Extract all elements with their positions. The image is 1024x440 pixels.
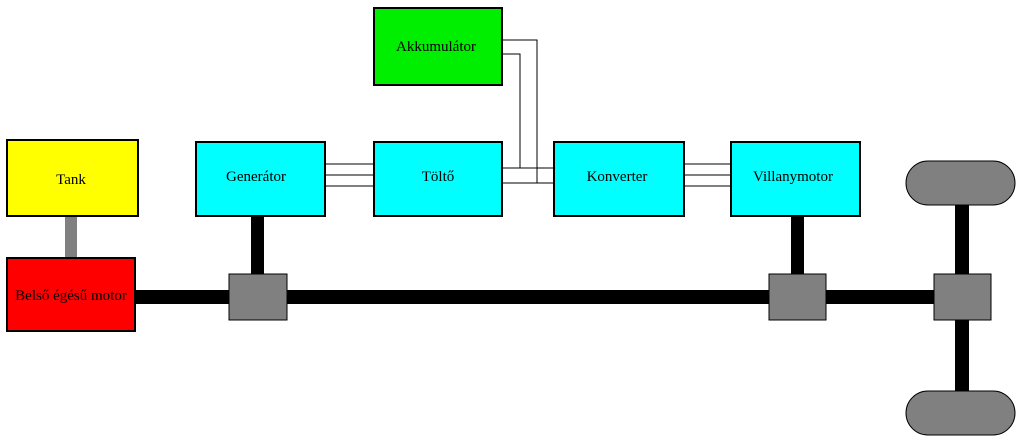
generator-shaft [251,216,264,274]
charger-block: Töltő [373,141,503,217]
battery-block: Akkumulátor [373,7,503,86]
motor-label: Villanymotor [753,169,833,185]
gearbox-generator [228,273,288,321]
generator-label: Generátor [226,169,286,185]
battery-label: Akkumulátor [396,39,476,55]
generator-block: Generátor [195,141,326,217]
tank-label: Tank [56,172,86,188]
charger-label: Töltő [422,169,455,185]
gearbox-motor [768,273,827,321]
main-drive-shaft [135,290,961,304]
differential [933,273,992,321]
rear-wheel [905,390,1016,436]
converter-motor-link [684,163,731,187]
generator-charger-link [325,163,374,187]
fuel-line [65,216,77,258]
tank-block: Tank [6,139,139,217]
motor-shaft [791,216,804,274]
charger-converter-battery-link [502,39,554,184]
converter-block: Konverter [553,141,685,217]
converter-label: Konverter [587,169,648,185]
engine-label: Belső égésű motor [15,288,127,304]
motor-block: Villanymotor [730,141,861,217]
engine-block: Belső égésű motor [6,257,136,332]
front-wheel [905,160,1016,206]
